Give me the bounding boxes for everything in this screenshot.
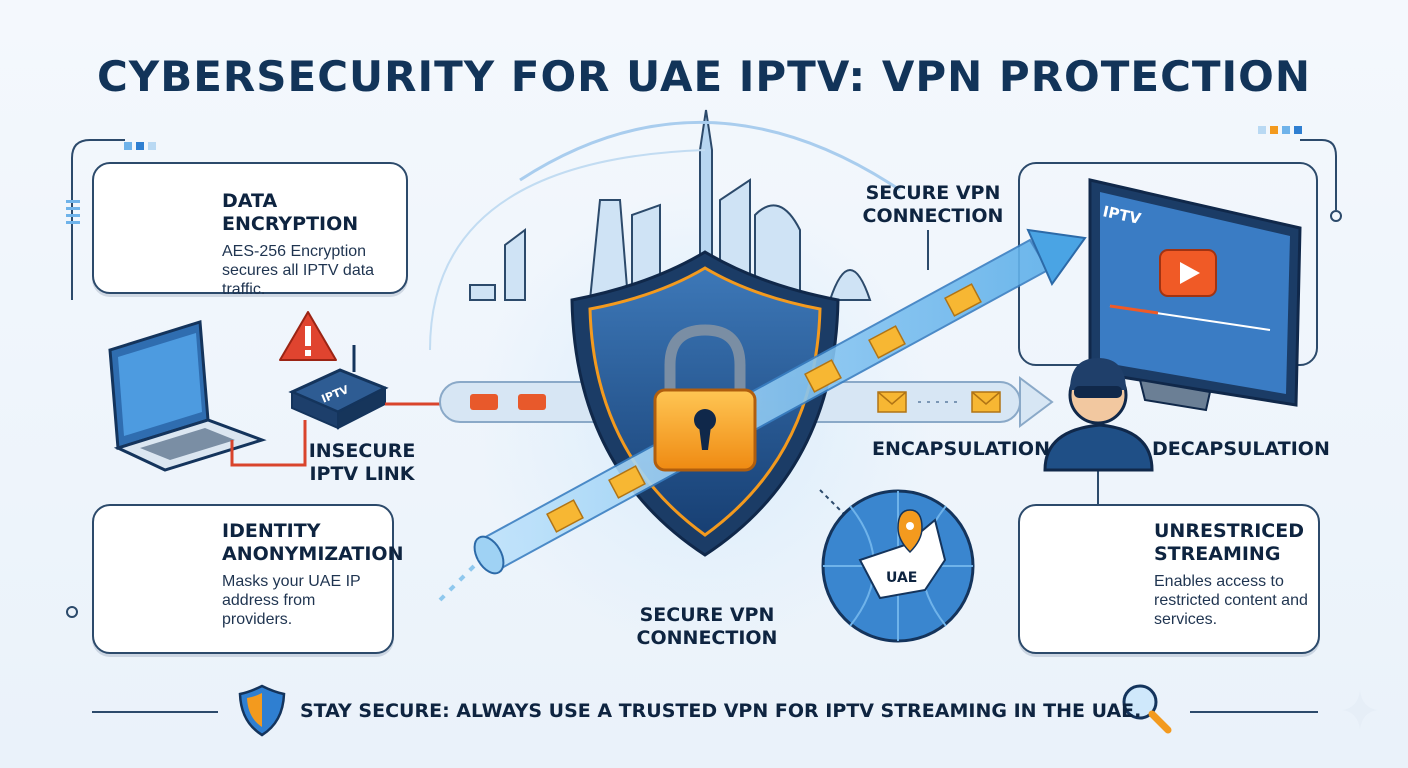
envelope-icon bbox=[608, 465, 646, 499]
globe-icon: UAE bbox=[821, 489, 975, 643]
decor-squares bbox=[66, 126, 1342, 618]
magnifier-icon bbox=[1122, 684, 1172, 734]
padlock-icon bbox=[653, 324, 757, 472]
card-unrestricted-streaming: UNRESTRICED STREAMING Enables access to … bbox=[1018, 504, 1320, 654]
warning-icon bbox=[279, 311, 337, 361]
router-icon: IPTV bbox=[288, 345, 389, 430]
card-heading: DATA ENCRYPTION bbox=[222, 190, 359, 235]
shield-icon bbox=[238, 684, 286, 737]
sparkle-icon bbox=[1342, 690, 1378, 730]
envelope-icon bbox=[971, 391, 1001, 413]
envelope-icon bbox=[546, 499, 584, 533]
card-text: Masks your UAE IP address from providers… bbox=[222, 573, 361, 628]
laptop-icon bbox=[108, 320, 267, 472]
card-heading: IDENTITY ANONYMIZATION bbox=[222, 520, 404, 565]
insecure-link bbox=[230, 402, 445, 467]
city-skyline bbox=[469, 109, 872, 301]
tv-icon: IPTV bbox=[1088, 178, 1302, 412]
label-secure-vpn-top: SECURE VPN CONNECTION bbox=[862, 182, 1004, 227]
label-encapsulation: ENCAPSULATION bbox=[872, 438, 1050, 460]
label-decapsulation: DECAPSULATION bbox=[1152, 438, 1330, 460]
envelope-icon bbox=[868, 325, 906, 359]
label-secure-vpn-bottom: SECURE VPN CONNECTION bbox=[636, 604, 778, 649]
envelope-icon bbox=[944, 283, 982, 317]
label-insecure-link: INSECURE IPTV LINK bbox=[308, 440, 416, 485]
card-heading: UNRESTRICED STREAMING bbox=[1154, 520, 1304, 565]
envelope-icon bbox=[877, 391, 907, 413]
page-title: CYBERSECURITY FOR UAE IPTV: VPN PROTECTI… bbox=[96, 52, 1312, 101]
circuit-traces bbox=[71, 139, 1337, 713]
secure-tube bbox=[438, 228, 1087, 602]
footer-message: STAY SECURE: ALWAYS USE A TRUSTED VPN FO… bbox=[300, 700, 1142, 722]
card-data-encryption: DATA ENCRYPTION AES-256 Encryption secur… bbox=[92, 162, 408, 298]
envelope-icon bbox=[804, 359, 842, 393]
card-text: AES-256 Encryption secures all IPTV data… bbox=[222, 243, 375, 298]
hacker-icon bbox=[1043, 358, 1154, 472]
card-identity-anonymization: IDENTITY ANONYMIZATION Masks your UAE IP… bbox=[92, 504, 404, 654]
globe-label: UAE bbox=[886, 570, 917, 586]
card-text: Enables access to restricted content and… bbox=[1154, 573, 1308, 628]
